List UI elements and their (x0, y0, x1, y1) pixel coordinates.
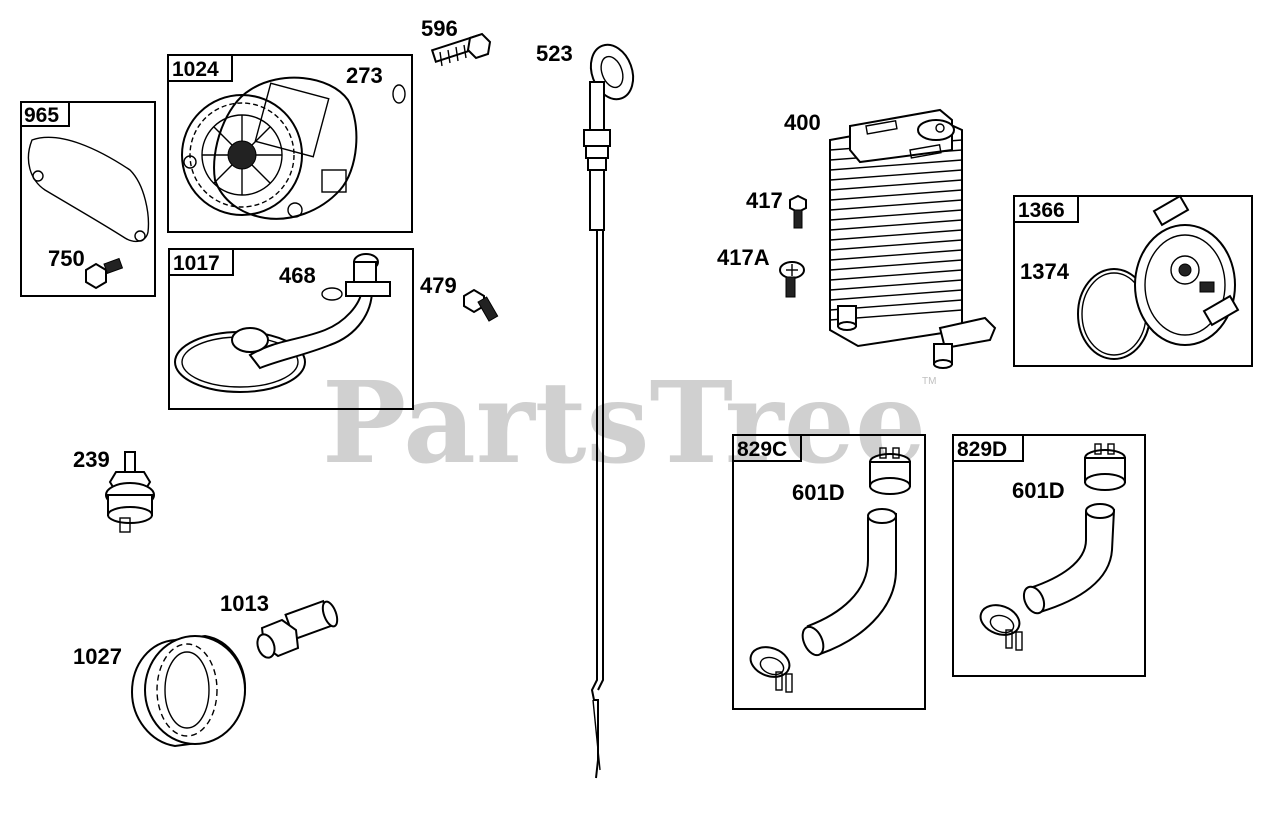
part-417-group[interactable]: 417 (746, 188, 807, 229)
gasket-hole-icon (32, 170, 44, 182)
part-1027-label[interactable]: 1027 (73, 644, 122, 669)
part-468-label[interactable]: 468 (279, 263, 316, 288)
oil-cooler-400-icon (829, 108, 997, 369)
hose-clamp-601D-d-lower-icon (979, 604, 1023, 651)
part-417A-group[interactable]: 417A (717, 245, 805, 298)
part-1366-label[interactable]: 1366 (1018, 199, 1065, 222)
part-1017-group[interactable]: 1017 468 (168, 248, 414, 410)
gasket-965-icon (27, 136, 150, 243)
part-1017-box (168, 248, 414, 410)
part-1017-tag (168, 248, 234, 276)
part-479-group[interactable]: 479 (420, 273, 499, 322)
part-239-group[interactable]: 239 (73, 447, 155, 533)
part-417-label[interactable]: 417 (746, 188, 783, 213)
part-1374-label[interactable]: 1374 (1020, 259, 1070, 284)
gasket-hole-icon (134, 230, 146, 242)
screw-417-icon (789, 194, 807, 229)
bolt-596-icon (430, 32, 492, 67)
oil-hose-829D-icon (1022, 503, 1116, 615)
oil-filter-1027-icon (130, 634, 247, 748)
part-829C-box (732, 434, 926, 710)
part-965-tag (20, 101, 70, 127)
part-1366-tag (1013, 195, 1079, 223)
part-829C-label[interactable]: 829C (737, 438, 787, 461)
oil-pressure-switch-239-icon (105, 451, 155, 533)
bolt-750-icon (85, 257, 124, 290)
part-1024-group[interactable]: 1024 273 (167, 54, 413, 233)
part-829D-group[interactable]: 829D 601D (952, 434, 1146, 677)
screw-417A-icon (779, 261, 805, 298)
hose-clamp-601D-d-icon (1084, 443, 1126, 491)
oil-filter-nipple-1013-icon (256, 599, 339, 659)
part-523-label[interactable]: 523 (536, 41, 573, 66)
bolt-479-icon (463, 288, 499, 322)
part-1013-label[interactable]: 1013 (220, 591, 269, 616)
part-829D-label[interactable]: 829D (957, 438, 1007, 461)
part-1366-box (1013, 195, 1253, 367)
part-400-group[interactable]: 400 (784, 108, 997, 369)
oil-pump-1024-icon (181, 76, 358, 220)
part-1024-label[interactable]: 1024 (172, 58, 219, 81)
oil-filter-adapter-1366-icon (1134, 194, 1240, 346)
part-596-group[interactable]: 596 (421, 16, 492, 67)
part-601D-label-c[interactable]: 601D (792, 480, 845, 505)
o-ring-468-icon (321, 287, 343, 301)
part-965-group[interactable]: 965 750 (20, 101, 156, 297)
part-750-label[interactable]: 750 (48, 246, 85, 271)
part-479-label[interactable]: 479 (420, 273, 457, 298)
oil-hose-829C-icon (801, 508, 897, 657)
dipstick-523-icon (583, 43, 635, 779)
part-829D-box (952, 434, 1146, 677)
part-239-label[interactable]: 239 (73, 447, 110, 472)
part-829C-group[interactable]: 829C 601D (732, 434, 926, 710)
trademark-mark: TM (922, 376, 936, 387)
part-523-group[interactable]: 523 (536, 39, 640, 779)
part-601D-label-d[interactable]: 601D (1012, 478, 1065, 503)
hose-clamp-601D-lower-icon (749, 646, 793, 693)
o-ring-273-icon (392, 84, 406, 104)
oil-pickup-1017-icon (174, 253, 391, 393)
part-829D-tag (952, 434, 1024, 462)
partstree-watermark: PartsTree (322, 358, 926, 489)
part-273-label[interactable]: 273 (346, 63, 383, 88)
part-1017-label[interactable]: 1017 (173, 252, 220, 275)
part-400-label[interactable]: 400 (784, 110, 821, 135)
part-965-box (20, 101, 156, 297)
part-596-label[interactable]: 596 (421, 16, 458, 41)
part-965-label[interactable]: 965 (24, 104, 59, 127)
part-1024-box (167, 54, 413, 233)
part-1013-group[interactable]: 1013 (220, 591, 340, 660)
part-1024-tag (167, 54, 233, 82)
part-1366-group[interactable]: 1366 1374 (1013, 194, 1253, 367)
hose-clamp-601D-icon (869, 447, 911, 495)
part-1027-group[interactable]: 1027 (73, 634, 247, 748)
part-829C-tag (732, 434, 802, 462)
part-417A-label[interactable]: 417A (717, 245, 770, 270)
